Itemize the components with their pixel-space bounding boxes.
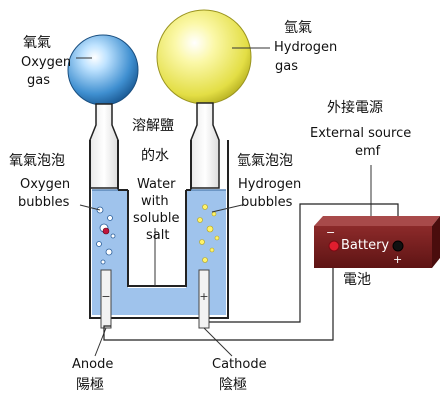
battery-positive-terminal [392, 240, 404, 252]
cathode-sign: + [199, 290, 208, 303]
hydrogen-zh-label: 氫氣 [284, 20, 312, 36]
oxygen-bubbles-label: bubbles [18, 195, 70, 210]
electrolyte-zh-label-1: 溶解鹽 [132, 118, 174, 134]
anode-sign: − [101, 290, 110, 303]
cathode-pointer [203, 327, 233, 357]
u-tube-outline [89, 140, 229, 319]
battery-zh-label: 電池 [343, 272, 371, 288]
external-source-emf-label: emf [355, 144, 381, 159]
cathode-wire [209, 203, 399, 323]
anode-en-label: Anode [72, 357, 114, 372]
oxygen-bubbles-en-label: Oxygen [20, 177, 71, 192]
electrolyte-water [92, 190, 226, 315]
anode-zh-label: 陽極 [76, 377, 104, 393]
oxygen-gas-label: gas [27, 73, 50, 88]
anode-wire [103, 250, 334, 341]
electrolyte-en-label-3: soluble [133, 211, 180, 226]
oxygen-bubbles-zh-label: 氧氣泡泡 [9, 153, 65, 169]
hydrogen-balloon [156, 9, 252, 105]
electrolyte-en-label-4: salt [146, 228, 170, 243]
cathode-en-label: Cathode [212, 357, 267, 372]
electrolyte-en-label-2: with [141, 194, 169, 209]
oxygen-zh-label: 氧氣 [23, 35, 51, 51]
hydrogen-bubbles-en-label: Hydrogen [238, 177, 302, 192]
hydrogen-bubbles-pointer [211, 204, 243, 213]
external-source-en-label: External source [310, 126, 412, 141]
electrolyte-en-label-1: Water [137, 177, 176, 192]
left-tube-neck [89, 103, 119, 189]
oxygen-balloon [67, 34, 139, 106]
battery-label: Battery [341, 238, 390, 253]
battery-plus-sign: + [393, 253, 403, 266]
hydrogen-gas-label: gas [275, 59, 298, 74]
oxygen-bubbles-pointer [79, 204, 101, 211]
cathode-zh-label: 陰極 [219, 377, 247, 393]
hydrogen-bubbles [197, 204, 220, 263]
oxygen-en-label: Oxygen [21, 55, 72, 70]
electrolyte-zh-label-2: 的水 [141, 148, 169, 164]
battery-minus-sign: − [326, 226, 336, 239]
right-tube-neck [190, 102, 220, 189]
external-source-zh-label: 外接電源 [327, 100, 383, 116]
hydrogen-en-label: Hydrogen [274, 40, 338, 55]
hydrogen-bubbles-zh-label: 氫氣泡泡 [237, 153, 293, 169]
hydrogen-bubbles-label: bubbles [241, 195, 293, 210]
battery-negative-terminal [328, 240, 340, 252]
